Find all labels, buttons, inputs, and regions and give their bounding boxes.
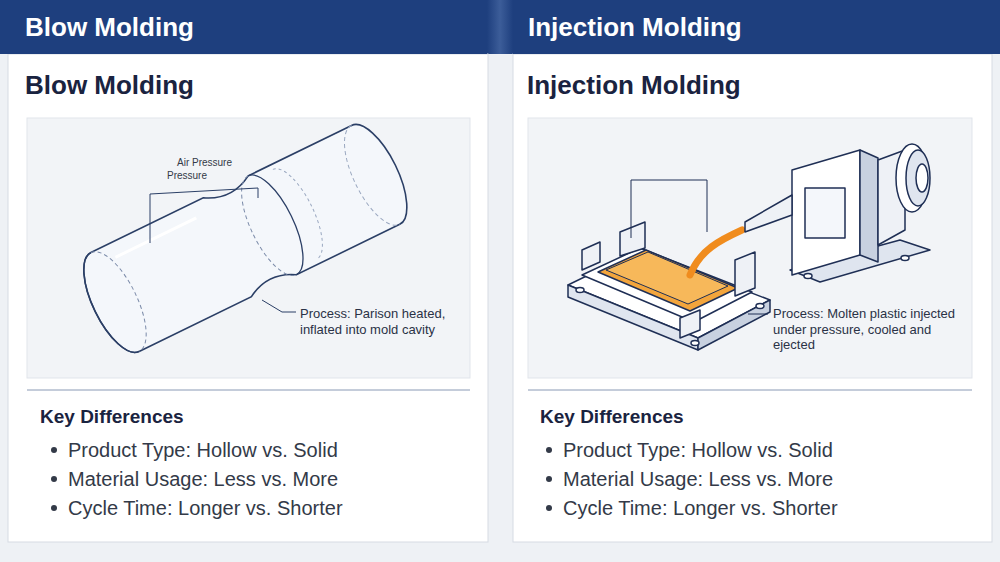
section-heading: Key Differences [540,406,684,429]
bullet-dot [546,476,552,482]
bullet-dot [51,447,57,453]
leader-line [631,180,707,238]
leader-line [150,188,258,243]
header-band: Injection Molding [513,0,1000,54]
bullet-text: Cycle Time: Longer vs. Shorter [563,496,838,520]
bullet-text: Material Usage: Less vs. More [563,467,833,491]
bullet-text: Cycle Time: Longer vs. Shorter [68,496,343,520]
bullet-dot [546,447,552,453]
bullet-dot [546,505,552,511]
melt-stream [690,230,742,275]
bullet-text: Product Type: Hollow vs. Solid [563,438,833,462]
right-illustration-area [528,118,972,378]
process-note: Process: Molten plastic injected under p… [773,306,969,353]
right-card [513,54,992,542]
bullet-text: Material Usage: Less vs. More [68,467,338,491]
header-gap [487,0,513,54]
header-text: Blow Molding [25,12,194,43]
divider [528,390,972,391]
callout-label: Pressure [166,170,208,182]
divider [27,390,470,391]
bullet-dot [51,505,57,511]
mold-block [568,222,770,350]
bullet-text: Product Type: Hollow vs. Solid [68,438,338,462]
process-note: Process: Parison heated, inflated into m… [300,306,472,337]
leader-line [262,300,296,312]
left-card [8,54,488,542]
injection-unit [745,144,930,282]
callout-label: Air Pressure [176,157,233,169]
leader-line [748,314,768,315]
header-band: Blow Molding [0,0,487,54]
section-heading: Key Differences [40,406,184,429]
panel-heading: Injection Molding [527,70,741,101]
panel-heading: Blow Molding [25,70,194,101]
header-text: Injection Molding [528,12,742,43]
bullet-dot [51,476,57,482]
